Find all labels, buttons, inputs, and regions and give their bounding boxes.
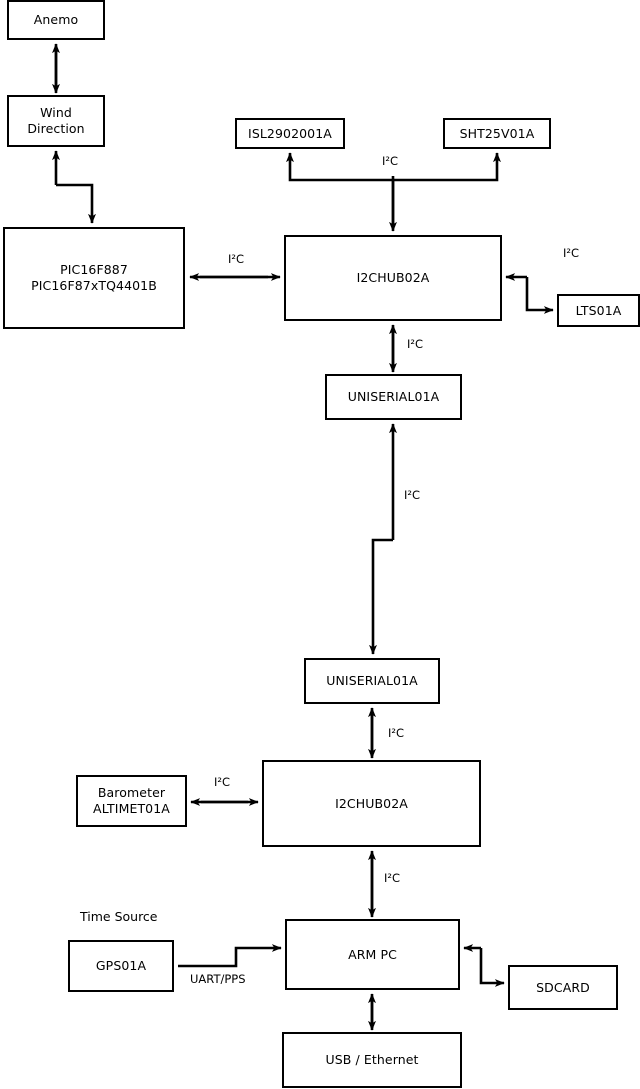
edge-label-i2chub-sensors: I²C	[382, 154, 399, 168]
edge-label-i2chub-armpc: I²C	[384, 871, 401, 885]
edge-armpc-sdcard	[463, 944, 505, 987]
node-sht25v01a-label: SHT25V01A	[459, 125, 535, 141]
node-i2chub02a-top-label: I2CHUB02A	[356, 270, 430, 285]
node-isl2902001a[interactable]: ISL2902001A	[235, 118, 345, 149]
node-usb-ethernet-label: USB / Ethernet	[325, 1052, 419, 1067]
node-uniserial01a-top[interactable]: UNISERIAL01A	[325, 374, 462, 420]
annotation-time-source: Time Source	[80, 909, 158, 924]
edge-hubtop-lts	[505, 273, 554, 314]
edge-label-gps-armpc: UART/PPS	[190, 972, 246, 986]
edge-label-uniserial-uniserial: I²C	[404, 488, 421, 502]
node-anemo-label: Anemo	[33, 12, 79, 27]
node-uniserial01a-bottom-label: UNISERIAL01A	[326, 673, 418, 688]
node-pic-microcontroller-label: PIC16F887 PIC16F87xTQ4401B	[31, 262, 157, 293]
node-sht25v01a[interactable]: SHT25V01A	[443, 118, 551, 149]
node-gps01a[interactable]: GPS01A	[68, 940, 174, 992]
edge-label-pic-i2chub: I²C	[228, 252, 245, 266]
node-uniserial01a-top-label: UNISERIAL01A	[347, 389, 440, 404]
node-sdcard-label: SDCARD	[536, 979, 590, 995]
node-barometer-label: Barometer ALTIMET01A	[93, 785, 170, 816]
node-usb-ethernet[interactable]: USB / Ethernet	[282, 1032, 462, 1088]
node-wind-direction[interactable]: Wind Direction	[7, 95, 105, 147]
node-lts01a[interactable]: LTS01A	[557, 294, 640, 327]
edge-gps-armpc	[178, 944, 282, 968]
node-gps01a-label: GPS01A	[95, 958, 147, 973]
edge-label-i2chub-lts01a: I²C	[563, 246, 580, 260]
edge-label-uniserial-i2chub-bottom: I²C	[388, 726, 405, 740]
node-i2chub02a-bottom[interactable]: I2CHUB02A	[262, 760, 481, 847]
node-i2chub02a-bottom-label: I2CHUB02A	[335, 795, 408, 811]
node-barometer[interactable]: Barometer ALTIMET01A	[76, 775, 187, 827]
node-pic-microcontroller[interactable]: PIC16F887 PIC16F87xTQ4401B	[3, 227, 185, 329]
node-isl2902001a-label: ISL2902001A	[248, 125, 332, 141]
edge-label-barometer-i2chub: I²C	[214, 775, 231, 789]
node-sdcard[interactable]: SDCARD	[508, 965, 618, 1010]
edge-label-i2chub-uniserial: I²C	[407, 337, 424, 351]
node-anemo[interactable]: Anemo	[7, 0, 105, 40]
node-arm-pc[interactable]: ARM PC	[285, 919, 460, 990]
edge-uniserial-link	[369, 423, 397, 655]
node-wind-direction-label: Wind Direction	[27, 105, 85, 136]
node-arm-pc-label: ARM PC	[348, 946, 397, 962]
node-uniserial01a-bottom[interactable]: UNISERIAL01A	[304, 658, 440, 704]
edge-wind-pic	[52, 150, 96, 224]
node-lts01a-label: LTS01A	[575, 302, 622, 318]
node-i2chub02a-top[interactable]: I2CHUB02A	[284, 235, 502, 321]
